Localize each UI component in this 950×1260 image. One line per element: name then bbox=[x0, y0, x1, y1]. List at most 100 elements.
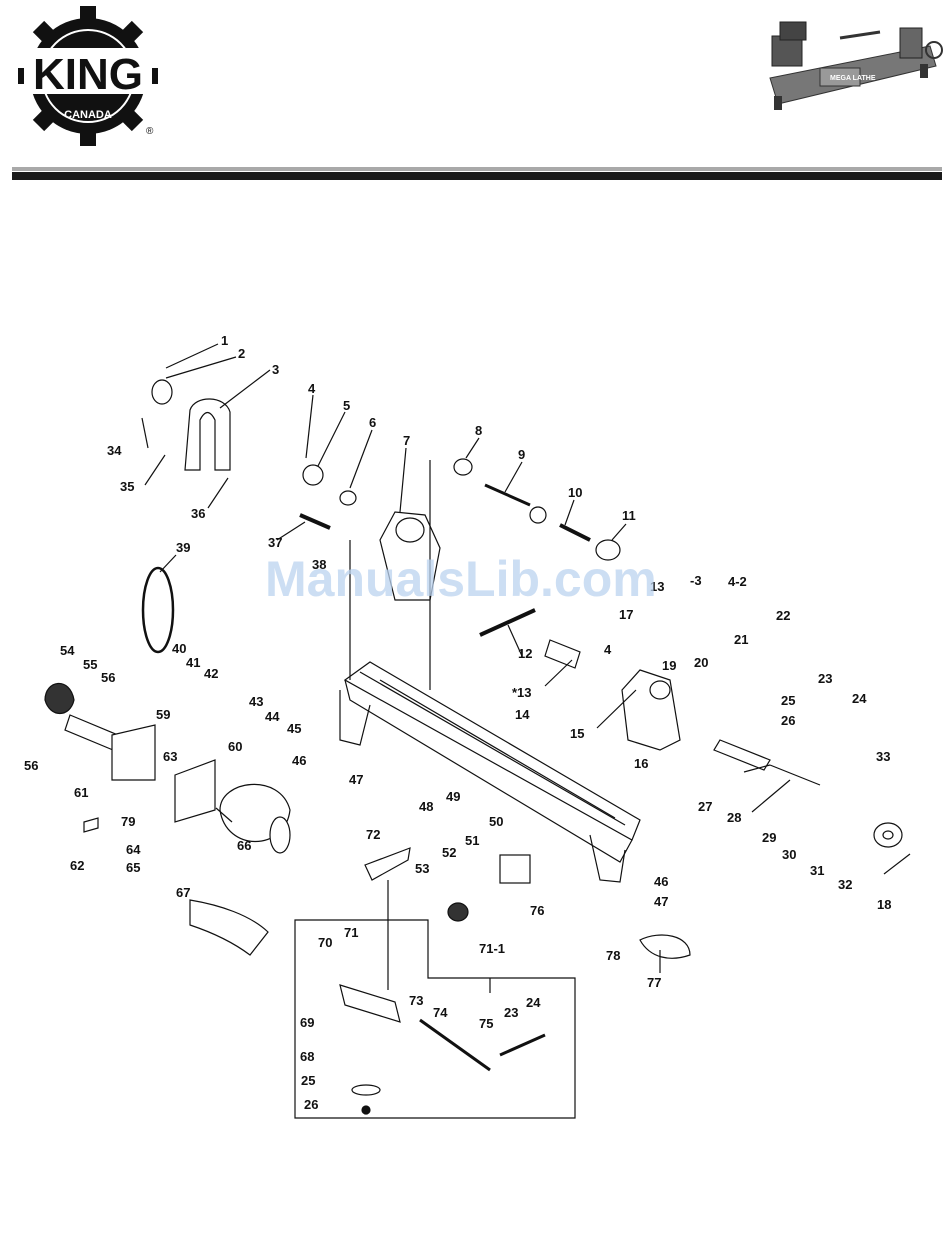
part-label: 28 bbox=[727, 810, 741, 825]
part-label: 67 bbox=[176, 885, 190, 900]
part-label: 23 bbox=[818, 671, 832, 686]
part-label: 24 bbox=[852, 691, 867, 706]
part-label: 78 bbox=[606, 948, 620, 963]
part-label: 55 bbox=[83, 657, 97, 672]
lathe-product-photo: MEGA LATHE bbox=[760, 8, 946, 136]
part-label: 31 bbox=[810, 863, 824, 878]
part-label: 25 bbox=[301, 1073, 315, 1088]
diagram-drawing bbox=[44, 343, 911, 1119]
part-label: 39 bbox=[176, 540, 190, 555]
part-label: 4 bbox=[604, 642, 612, 657]
part-label: 19 bbox=[662, 658, 676, 673]
part-label: 22 bbox=[776, 608, 790, 623]
part-label: 71 bbox=[344, 925, 358, 940]
part-label: 13 bbox=[650, 579, 664, 594]
part-label: 60 bbox=[228, 739, 242, 754]
part-label: 65 bbox=[126, 860, 140, 875]
part-label: 42 bbox=[204, 666, 218, 681]
part-label: 4 bbox=[308, 381, 316, 396]
part-label: 8 bbox=[475, 423, 482, 438]
part-label: 45 bbox=[287, 721, 301, 736]
part-label: 47 bbox=[654, 894, 668, 909]
part-label: 14 bbox=[515, 707, 530, 722]
part-label: 35 bbox=[120, 479, 134, 494]
part-label: 56 bbox=[24, 758, 38, 773]
header-rule bbox=[12, 167, 942, 180]
part-label: 15 bbox=[570, 726, 584, 741]
part-label: 26 bbox=[304, 1097, 318, 1112]
part-label: 11 bbox=[622, 508, 636, 523]
gear-icon bbox=[18, 6, 158, 146]
king-canada-logo: KING CANADA ® bbox=[18, 6, 158, 146]
part-label: 75 bbox=[479, 1016, 493, 1031]
part-label: 7 bbox=[403, 433, 410, 448]
part-label: 54 bbox=[60, 643, 75, 658]
part-label: 76 bbox=[530, 903, 544, 918]
part-label: 73 bbox=[409, 993, 423, 1008]
part-label: 37 bbox=[268, 535, 282, 550]
part-label: 12 bbox=[518, 646, 532, 661]
part-label: 70 bbox=[318, 935, 332, 950]
part-label: 9 bbox=[518, 447, 525, 462]
part-label: *13 bbox=[512, 685, 532, 700]
part-label: 38 bbox=[312, 557, 326, 572]
part-label: 4-2 bbox=[728, 574, 747, 589]
part-label: 50 bbox=[489, 814, 503, 829]
part-label: 79 bbox=[121, 814, 135, 829]
part-label: 29 bbox=[762, 830, 776, 845]
part-label: 62 bbox=[70, 858, 84, 873]
part-label: 69 bbox=[300, 1015, 314, 1030]
part-label: -3 bbox=[690, 573, 702, 588]
part-label: 52 bbox=[442, 845, 456, 860]
part-label: 27 bbox=[698, 799, 712, 814]
part-label: 49 bbox=[446, 789, 460, 804]
part-label: 66 bbox=[237, 838, 251, 853]
part-label: 53 bbox=[415, 861, 429, 876]
part-label: 2 bbox=[238, 346, 245, 361]
part-label: 51 bbox=[465, 833, 479, 848]
part-label: 74 bbox=[433, 1005, 448, 1020]
part-label: 40 bbox=[172, 641, 186, 656]
part-labels: 1 2 3 4 5 6 7 8 9 10 11 12 *13 13 -3 4-2… bbox=[24, 333, 891, 1112]
part-label: 41 bbox=[186, 655, 200, 670]
part-label: 5 bbox=[343, 398, 350, 413]
part-label: 26 bbox=[781, 713, 795, 728]
logo-registered: ® bbox=[146, 126, 154, 137]
part-label: 20 bbox=[694, 655, 708, 670]
part-label: 71-1 bbox=[479, 941, 505, 956]
part-label: 68 bbox=[300, 1049, 314, 1064]
part-label: 46 bbox=[292, 753, 306, 768]
part-label: 30 bbox=[782, 847, 796, 862]
part-label: 44 bbox=[265, 709, 280, 724]
svg-text:MEGA LATHE: MEGA LATHE bbox=[830, 75, 876, 82]
logo-brand: KING bbox=[33, 50, 143, 99]
part-label: 17 bbox=[619, 607, 633, 622]
part-label: 6 bbox=[369, 415, 376, 430]
part-label: 24 bbox=[526, 995, 541, 1010]
part-label: 64 bbox=[126, 842, 141, 857]
part-label: 77 bbox=[647, 975, 661, 990]
part-label: 48 bbox=[419, 799, 433, 814]
part-label: 59 bbox=[156, 707, 170, 722]
part-label: 33 bbox=[876, 749, 890, 764]
part-label: 61 bbox=[74, 785, 88, 800]
logo-sub: CANADA bbox=[64, 109, 112, 121]
part-label: 25 bbox=[781, 693, 795, 708]
part-label: 34 bbox=[107, 443, 122, 458]
part-label: 63 bbox=[163, 749, 177, 764]
part-label: 56 bbox=[101, 670, 115, 685]
part-label: 18 bbox=[877, 897, 891, 912]
part-label: 10 bbox=[568, 485, 582, 500]
part-label: 23 bbox=[504, 1005, 518, 1020]
part-label: 72 bbox=[366, 827, 380, 842]
part-label: 32 bbox=[838, 877, 852, 892]
part-label: 21 bbox=[734, 632, 748, 647]
part-label: 43 bbox=[249, 694, 263, 709]
part-label: 36 bbox=[191, 506, 205, 521]
part-label: 47 bbox=[349, 772, 363, 787]
part-label: 1 bbox=[221, 333, 228, 348]
part-label: 16 bbox=[634, 756, 648, 771]
part-label: 3 bbox=[272, 362, 279, 377]
part-label: 46 bbox=[654, 874, 668, 889]
